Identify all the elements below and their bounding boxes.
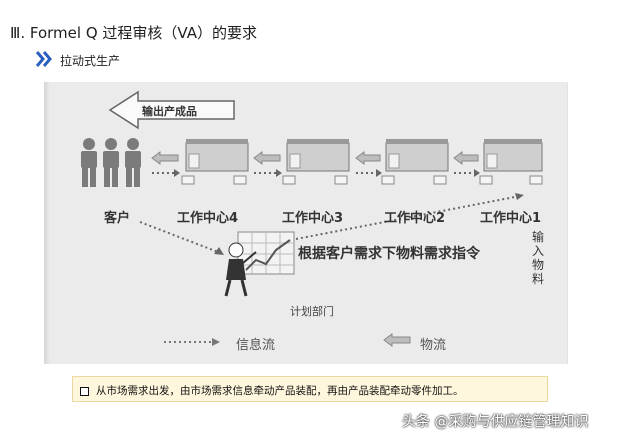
work-center-1-icon — [479, 139, 543, 185]
note-box — [72, 376, 548, 402]
figure-edge-shadow — [44, 82, 50, 364]
planning-department-icon — [224, 231, 295, 297]
work-center-4-label: 工作中心4 — [177, 211, 239, 226]
legend-information-flow: 信息流 — [236, 338, 276, 353]
pull-production-figure — [44, 82, 568, 364]
information-flow-arrow-icon — [139, 172, 476, 253]
output-products-label: 输出产成品 — [142, 105, 197, 118]
work-center-3-icon — [282, 139, 350, 185]
work-center-4-icon — [181, 139, 249, 185]
page-heading: Ⅲ. Formel Q 过程审核（VA）的要求 — [10, 24, 257, 42]
section-subheading: 拉动式生产 — [60, 54, 121, 68]
square-bullet-icon — [80, 387, 89, 396]
double-chevron-icon — [36, 51, 52, 67]
work-center-1-label: 工作中心1 — [480, 211, 542, 226]
customer-label: 客户 — [104, 211, 131, 226]
watermark: 头条 @采购与供应链管理知识 — [402, 414, 589, 430]
work-center-2-label: 工作中心2 — [384, 211, 446, 226]
legend-info-arrow-icon — [164, 338, 220, 346]
output-arrow-icon — [108, 90, 235, 130]
planning-department-label: 计划部门 — [290, 305, 334, 318]
legend-material-flow: 物流 — [420, 338, 447, 353]
legend-flow-arrow-icon — [383, 333, 411, 347]
demand-instruction-text: 根据客户需求下物料需求指令 — [298, 246, 480, 262]
customer-people-icon — [81, 138, 141, 187]
demand-instruction-arrow-icon — [295, 195, 521, 240]
note-text: 从市场需求出发，由市场需求信息牵动产品装配，再由产品装配牵动零件加工。 — [96, 385, 464, 397]
work-center-3-label: 工作中心3 — [282, 211, 344, 226]
material-flow-arrow-icon — [151, 151, 479, 165]
input-material-label: 输入物料 — [532, 230, 545, 286]
work-center-2-icon — [381, 139, 449, 185]
